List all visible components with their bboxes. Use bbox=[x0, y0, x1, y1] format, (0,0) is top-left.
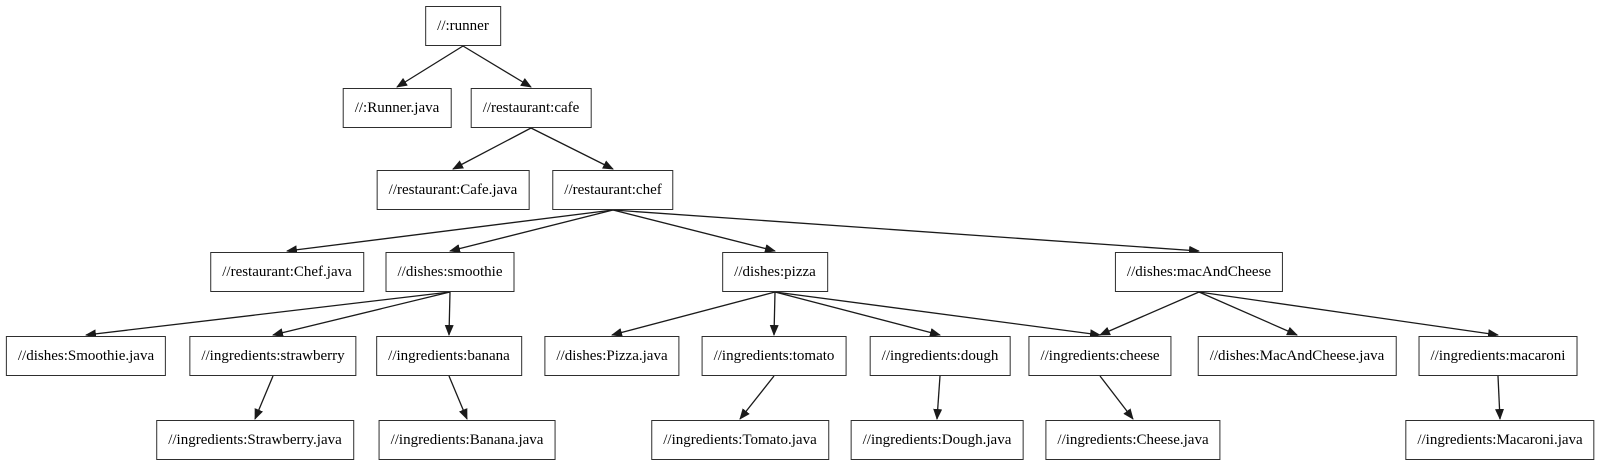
graph-node-strawberry: //ingredients:strawberry bbox=[189, 336, 357, 376]
graph-node-smoothie_java: //dishes:Smoothie.java bbox=[5, 336, 167, 376]
graph-node-runner: //:runner bbox=[425, 6, 501, 46]
graph-node-chef: //restaurant:chef bbox=[552, 170, 674, 210]
edge-cafe-to-chef bbox=[530, 127, 614, 170]
edge-smoothie-to-banana bbox=[444, 291, 454, 336]
graph-node-pizza: //dishes:pizza bbox=[722, 252, 828, 292]
edge-cafe-to-cafe_java bbox=[452, 127, 532, 170]
graph-node-macandcheese_java: //dishes:MacAndCheese.java bbox=[1197, 336, 1397, 376]
edge-dough-to-dough_java bbox=[933, 375, 943, 420]
graph-node-runner_java: //:Runner.java bbox=[342, 88, 452, 128]
graph-node-chef_java: //restaurant:Chef.java bbox=[210, 252, 364, 292]
graph-node-tomato_java: //ingredients:Tomato.java bbox=[651, 420, 829, 460]
graph-node-dough: //ingredients:dough bbox=[869, 336, 1011, 376]
graph-node-macandcheese: //dishes:macAndCheese bbox=[1114, 252, 1284, 292]
edge-runner-to-cafe bbox=[462, 45, 532, 88]
edge-chef-to-chef_java bbox=[286, 209, 614, 255]
graph-node-smoothie: //dishes:smoothie bbox=[385, 252, 515, 292]
graph-node-macaroni: //ingredients:macaroni bbox=[1418, 336, 1578, 376]
edge-macandcheese-to-macaroni bbox=[1198, 291, 1499, 339]
edge-macaroni-to-macaroni_java bbox=[1495, 375, 1505, 420]
edge-pizza-to-tomato bbox=[769, 291, 779, 336]
edge-pizza-to-cheese bbox=[774, 291, 1101, 339]
graph-node-tomato: //ingredients:tomato bbox=[701, 336, 847, 376]
edge-chef-to-macandcheese bbox=[612, 209, 1200, 255]
edge-macandcheese-to-macandcheese_java bbox=[1198, 291, 1298, 336]
edge-pizza-to-pizza_java bbox=[611, 291, 776, 337]
graph-node-cheese: //ingredients:cheese bbox=[1028, 336, 1172, 376]
edge-chef-to-pizza bbox=[612, 209, 776, 253]
edge-runner-to-runner_java bbox=[396, 45, 464, 88]
graph-node-cafe: //restaurant:cafe bbox=[470, 88, 592, 128]
graph-node-pizza_java: //dishes:Pizza.java bbox=[544, 336, 680, 376]
edge-chef-to-smoothie bbox=[449, 209, 614, 253]
graph-node-macaroni_java: //ingredients:Macaroni.java bbox=[1405, 420, 1595, 460]
graph-node-dough_java: //ingredients:Dough.java bbox=[850, 420, 1024, 460]
edge-smoothie-to-strawberry bbox=[272, 291, 451, 338]
edge-pizza-to-dough bbox=[774, 291, 941, 337]
graph-node-cafe_java: //restaurant:Cafe.java bbox=[376, 170, 530, 210]
edge-smoothie-to-smoothie_java bbox=[85, 291, 451, 339]
graph-node-banana_java: //ingredients:Banana.java bbox=[378, 420, 556, 460]
graph-node-banana: //ingredients:banana bbox=[376, 336, 522, 376]
graph-node-strawberry_java: //ingredients:Strawberry.java bbox=[156, 420, 354, 460]
edge-strawberry-to-strawberry_java bbox=[254, 375, 274, 420]
edge-cheese-to-cheese_java bbox=[1099, 375, 1134, 420]
edge-macandcheese-to-cheese bbox=[1099, 291, 1200, 336]
edge-banana-to-banana_java bbox=[448, 375, 468, 420]
graph-node-cheese_java: //ingredients:Cheese.java bbox=[1045, 420, 1221, 460]
edge-tomato-to-tomato_java bbox=[739, 375, 775, 420]
